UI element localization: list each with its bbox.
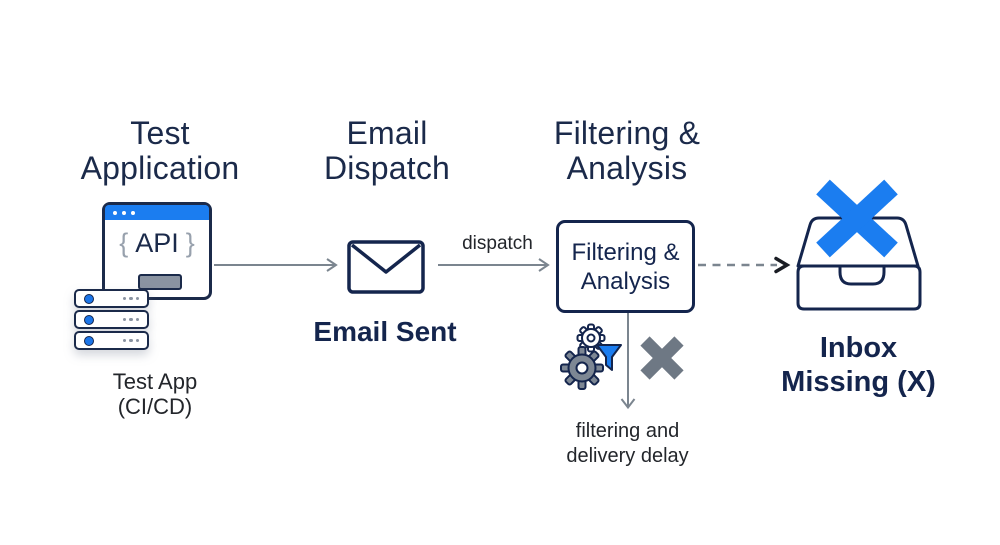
arrow-filterbox-down xyxy=(620,313,636,410)
browser-button-shape xyxy=(138,274,182,290)
fail-x-icon xyxy=(640,336,684,380)
envelope-icon xyxy=(347,240,425,294)
server-led-icon xyxy=(84,314,94,325)
delay-caption: filtering and delivery delay xyxy=(566,420,689,467)
titlebar-dot-icon xyxy=(113,210,117,215)
server-led-icon xyxy=(84,293,94,304)
server-led-icon xyxy=(84,335,94,346)
gears-filter-icon xyxy=(560,323,622,390)
email-sent-caption: Email Sent xyxy=(313,316,457,347)
brace-open: { xyxy=(119,228,129,258)
dispatch-arrow-label: dispatch xyxy=(462,233,533,254)
server-vents-icon xyxy=(122,317,139,322)
brace-close: } xyxy=(185,228,195,258)
stage-title-test-application: Test Application xyxy=(80,115,240,186)
inbox-drawer-shape xyxy=(796,264,922,311)
titlebar-dot-icon xyxy=(131,210,135,215)
inbox-missing-caption: Inbox Missing (X) xyxy=(781,332,936,398)
test-app-caption: Test App (CI/CD) xyxy=(112,369,198,419)
api-label: API xyxy=(135,228,179,258)
funnel-icon xyxy=(596,344,622,371)
server-unit xyxy=(74,289,149,308)
stage-title-email-dispatch: Email Dispatch xyxy=(323,115,451,186)
dashed-arrow-filterbox-to-inbox xyxy=(698,256,791,274)
arrow-browser-to-envelope xyxy=(214,258,338,272)
arrow-envelope-to-filterbox xyxy=(438,258,550,272)
small-gear-icon xyxy=(576,323,606,353)
api-label-row: { API } xyxy=(105,228,209,259)
server-vents-icon xyxy=(122,296,139,301)
browser-titlebar xyxy=(105,205,209,220)
server-unit xyxy=(74,331,149,350)
blue-x-icon xyxy=(816,179,898,258)
stage-title-filtering-analysis: Filtering & Analysis xyxy=(553,115,701,186)
server-unit xyxy=(74,310,149,329)
inbox-icon xyxy=(796,179,922,311)
titlebar-dot-icon xyxy=(122,210,126,215)
server-vents-icon xyxy=(122,338,139,343)
server-stack-icon xyxy=(74,289,149,352)
browser-window-icon: { API } xyxy=(102,202,212,300)
large-gear-icon xyxy=(560,346,604,390)
filtering-analysis-box: Filtering & Analysis xyxy=(556,220,695,313)
